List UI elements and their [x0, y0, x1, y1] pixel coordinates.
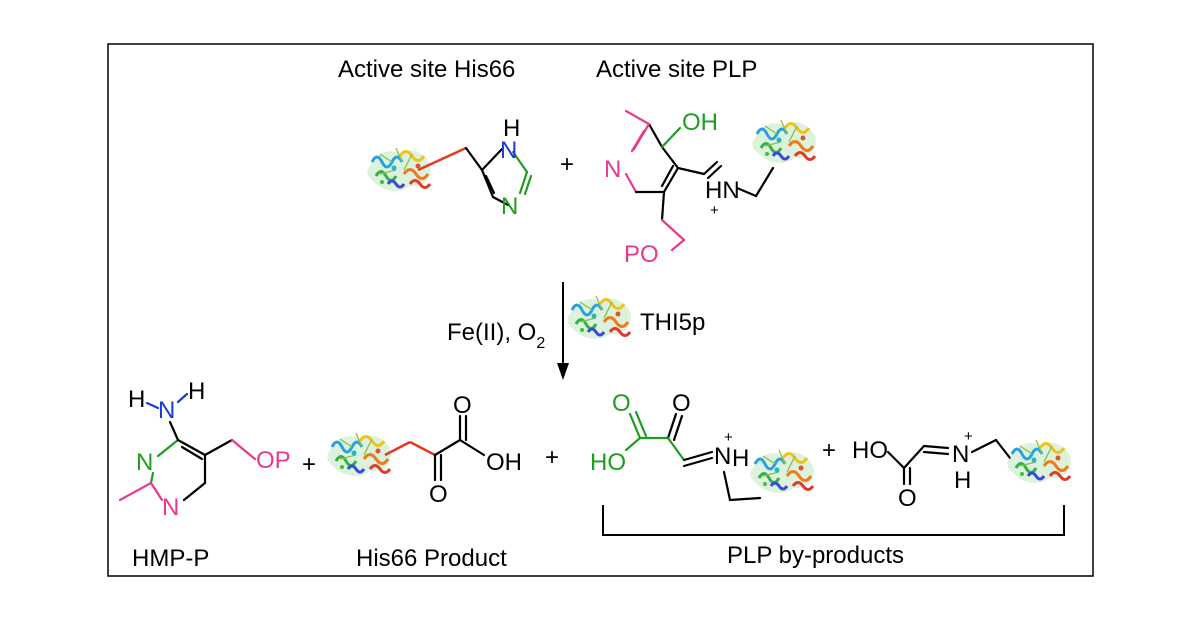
thi5p-protein-icon — [565, 292, 635, 344]
product-acid-o: O — [453, 392, 472, 419]
hmp-op-group: OP — [256, 447, 291, 474]
plp-po-group: PO — [624, 241, 659, 268]
his66-structure: N H N — [365, 115, 533, 220]
plp-imine-hn: HN — [705, 177, 740, 204]
condition-o2-subscript: 2 — [536, 335, 545, 352]
product-keto-o: O — [429, 481, 448, 508]
hmp-n3: N — [136, 449, 153, 476]
product-oh: OH — [486, 449, 522, 476]
plp-title: Active site PLP — [596, 56, 757, 83]
byproduct1-keto-o: O — [672, 390, 691, 417]
hmp-h-right: H — [188, 378, 205, 405]
byproduct2-ho: HO — [852, 437, 888, 464]
his66-title: Active site His66 — [338, 56, 515, 83]
scheme-border — [107, 43, 1094, 577]
protein-ribbon-icon — [325, 429, 395, 481]
protein-ribbon-icon — [748, 446, 818, 498]
his-n-atom: N — [501, 193, 518, 220]
plus-sign-2: + — [302, 451, 316, 478]
plus-sign-4: + — [822, 437, 836, 464]
byproduct1-ho: HO — [590, 449, 626, 476]
byproduct2-n: N — [952, 441, 969, 468]
condition-fe-text: Fe(II), O — [447, 319, 536, 346]
plp-oh-group: OH — [682, 109, 718, 136]
protein-ribbon-icon — [750, 116, 820, 168]
byproduct1-charge: + — [724, 429, 733, 446]
plp-structure: OH N HN + PO — [604, 109, 820, 268]
his-h-atom: H — [503, 115, 520, 142]
hmp-n1: N — [162, 494, 179, 521]
enzyme-label: THI5p — [640, 309, 705, 336]
byproduct1-h: H — [732, 445, 749, 472]
hmp-h-left: H — [128, 386, 145, 413]
byproduct2-o: O — [898, 485, 917, 512]
his66-product-structure: O O OH — [325, 392, 522, 508]
protein-ribbon-icon — [365, 144, 435, 196]
plp-byproduct-2: HO O N + H — [852, 428, 1075, 512]
hmp-p-structure: H H N N N OP — [118, 378, 291, 521]
byproducts-bracket — [602, 505, 1065, 536]
plp-charge: + — [710, 202, 719, 219]
plp-byproduct-1: HO O O N + H — [590, 390, 818, 502]
byproduct1-n: N — [714, 443, 731, 470]
his66-product-label: His66 Product — [356, 545, 507, 572]
byproduct2-h: H — [954, 467, 971, 494]
hmp-p-label: HMP-P — [132, 545, 209, 572]
reaction-arrow — [557, 282, 569, 380]
plp-byproducts-label: PLP by-products — [727, 542, 904, 569]
condition-fe-o2: Fe(II), O2 — [447, 319, 545, 352]
plp-pyridine-n: N — [604, 156, 621, 183]
byproduct2-charge: + — [964, 428, 973, 445]
protein-ribbon-icon — [1005, 436, 1075, 488]
hmp-amino-n: N — [158, 397, 175, 424]
plus-sign-3: + — [545, 444, 559, 471]
plus-sign-1: + — [560, 151, 574, 178]
his-nh-atom: N — [500, 137, 517, 164]
byproduct1-acid-o: O — [612, 390, 631, 417]
